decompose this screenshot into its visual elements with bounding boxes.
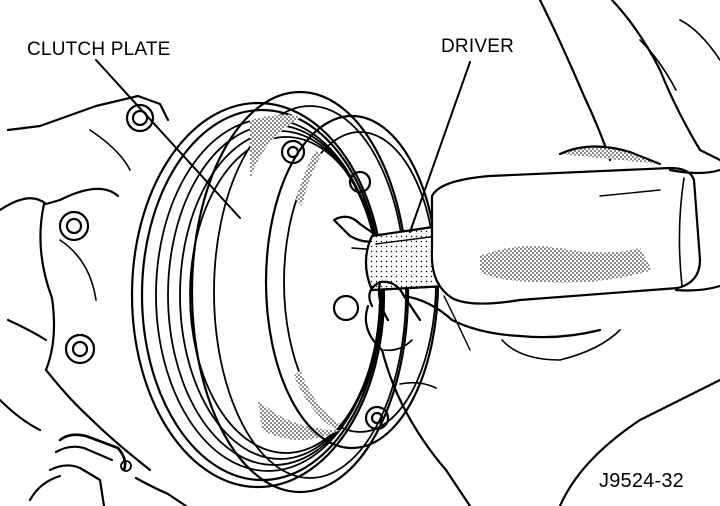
technician-hand [364,0,720,506]
clutch-hole-upper [348,170,372,194]
driver-leader-line [409,61,471,233]
clutch-plate-label: CLUTCH PLATE [27,39,171,60]
housing-bolt-upper [125,103,155,133]
pulley-bolt-bottom [364,405,390,431]
figure-id-label: J9524-32 [599,470,684,492]
clutch-hole-lower [332,294,360,322]
pulley-assembly [130,90,410,494]
driver-tool [364,166,720,305]
compressor-housing [0,94,188,506]
driver-label: DRIVER [441,36,514,57]
housing-bolt-lower [64,333,96,365]
pulley-bolt-top [280,139,306,165]
housing-bolt-left [58,210,90,242]
clutch-plate-leader-line [95,59,241,219]
